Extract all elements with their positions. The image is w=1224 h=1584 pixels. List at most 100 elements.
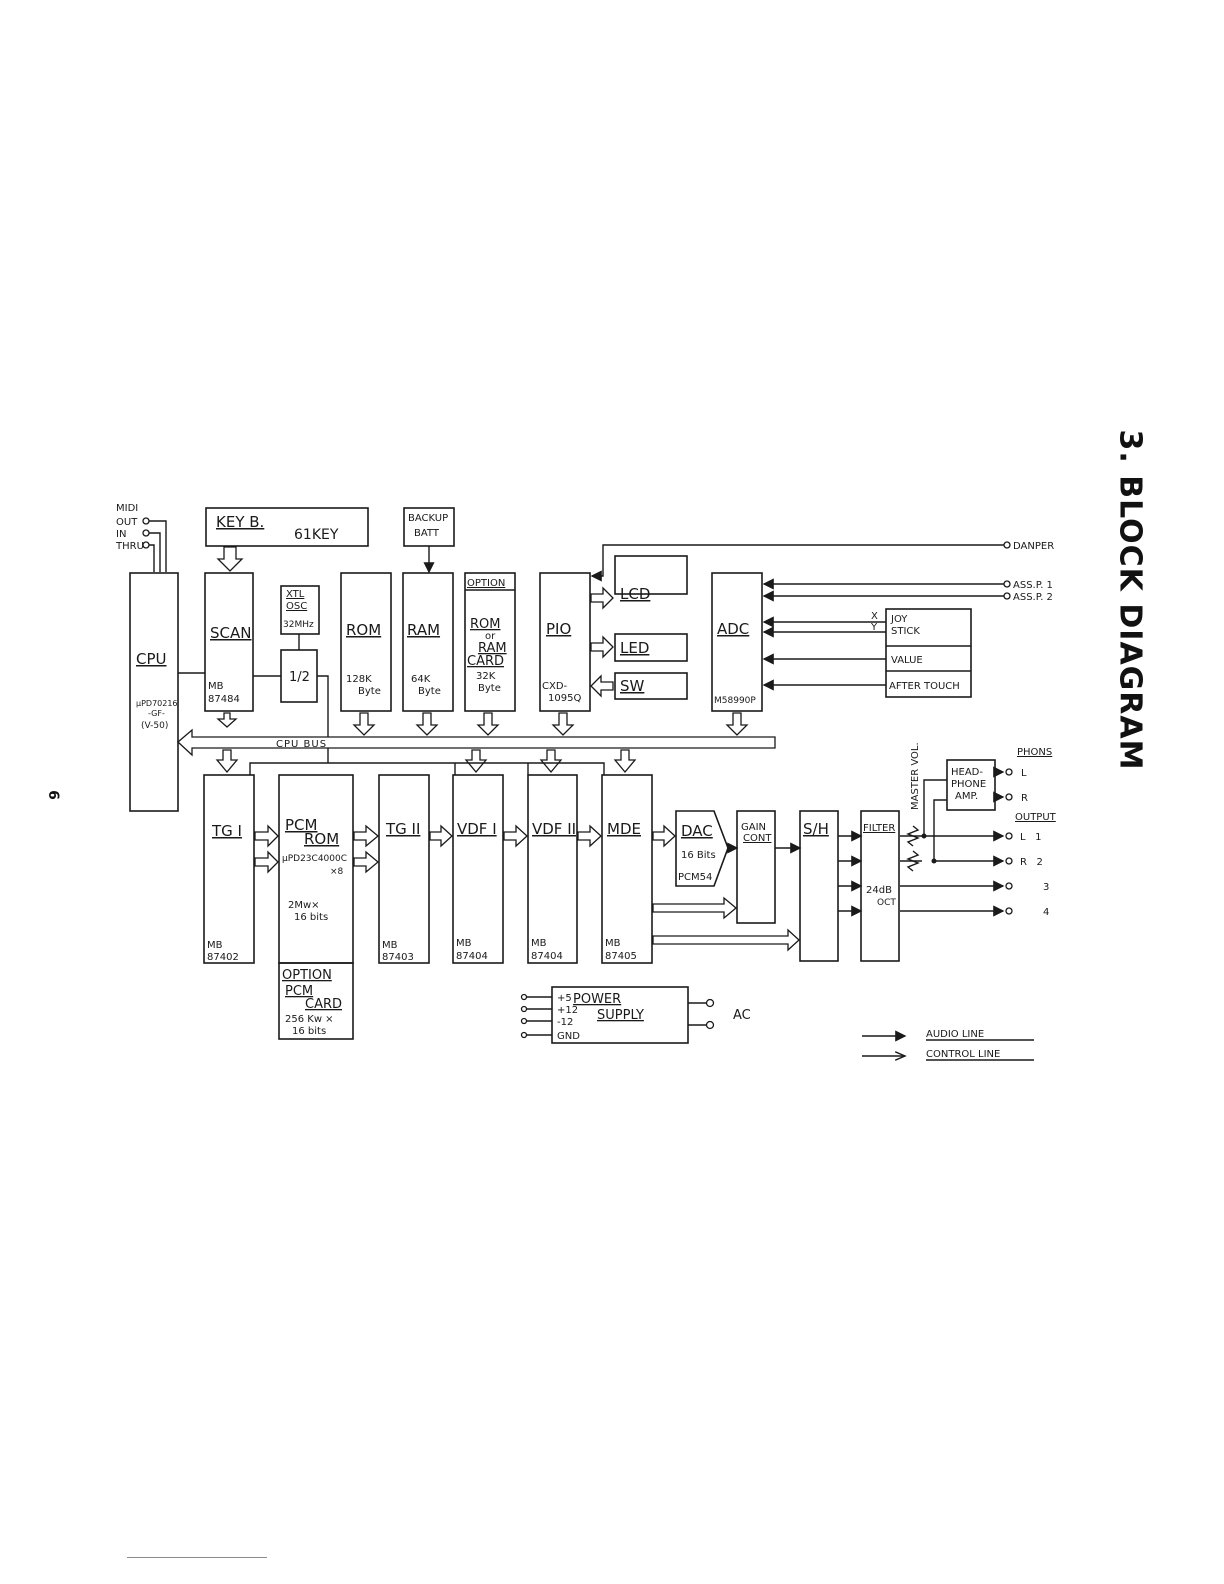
tg1-block: TG I MB 87402 [203, 774, 255, 964]
pio-led-arrow [590, 635, 614, 659]
power-l2: SUPPLY [597, 1008, 644, 1023]
vdf2-title: VDF II [532, 820, 576, 838]
vdf2-block: VDF II MB 87404 [527, 774, 578, 964]
vdf2-chip-2: 87404 [531, 951, 563, 962]
option-pcm-l1: PCM [285, 984, 313, 999]
cpu-block: CPU μPD70216 -GF- (V-50) [129, 572, 179, 812]
value-label: VALUE [891, 655, 923, 666]
dac-bits: 16 Bits [681, 850, 716, 861]
mde-chip-2: 87405 [605, 951, 637, 962]
pio-lcd-arrow [590, 586, 614, 610]
dac-block: DAC 16 Bits PCM54 [675, 810, 729, 887]
footer-rule [127, 1557, 267, 1558]
divider-block: 1/2 [280, 649, 318, 703]
phons-l: L [1021, 768, 1027, 779]
filter-block: FILTER 24dB OCT [860, 810, 900, 962]
joystick-x: X [871, 611, 878, 622]
bus-arrows-lower [215, 749, 637, 774]
cpu-bus: CPU BUS [177, 728, 776, 757]
vdf1-chip-1: MB [456, 938, 472, 949]
xtl-freq: 32MHz [283, 620, 314, 630]
midi-ports: MIDI OUT IN THRU [115, 503, 167, 572]
assp1-jack [1003, 580, 1011, 588]
page-title: 3. BLOCK DIAGRAM [1112, 429, 1148, 771]
cpu-title: CPU [136, 650, 167, 668]
option-pcm-s2: 16 bits [292, 1026, 326, 1037]
pio-chip-1: CXD- [542, 681, 568, 692]
cpu-chip-1: μPD70216 [136, 699, 178, 708]
gain-control-block: GAIN CONT [736, 810, 776, 924]
rom-title: ROM [346, 621, 381, 639]
rom-size: 128K [346, 674, 372, 685]
danper-label: DANPER [1013, 541, 1054, 552]
cpu-chip-3: (V-50) [141, 721, 168, 731]
dac-chip: PCM54 [678, 872, 712, 883]
midi-thru-label: THRU [115, 541, 144, 552]
batt-label: BATT [414, 528, 440, 539]
power-supply-block: +5 +12 -12 GND POWER SUPPLY AC [520, 986, 751, 1044]
vdf2-chip-1: MB [531, 938, 547, 949]
audio-bus-arrows [254, 824, 800, 952]
sample-hold-block: S/H [799, 810, 839, 962]
assp2-jack [1003, 592, 1011, 600]
tg1-chip-1: MB [207, 940, 223, 951]
scan-chip-2: 87484 [208, 694, 240, 705]
mde-title: MDE [607, 820, 641, 838]
master-vol-label: MASTER VOL. [910, 742, 921, 810]
ram-block: RAM 64K Byte [402, 572, 454, 712]
scan-block: SCAN MB 87484 [204, 572, 254, 712]
page-number: 6 [45, 790, 61, 800]
legend-control: CONTROL LINE [926, 1049, 1000, 1060]
power-r4: GND [557, 1031, 580, 1042]
legend: AUDIO LINE CONTROL LINE [862, 1029, 1034, 1060]
option-rom-header: OPTION [467, 578, 505, 589]
pcm-rom-l2: ROM [304, 830, 339, 848]
tg1-chip-2: 87402 [207, 952, 239, 963]
hpamp-l2: PHONE [951, 779, 986, 790]
option-rom-l5: 32K [476, 671, 496, 682]
assp2-label: ASS.P. 2 [1013, 592, 1053, 603]
option-rom-l1: ROM [470, 617, 500, 632]
cpu-bus-label: CPU BUS [276, 739, 327, 750]
power-r2: +12 [557, 1005, 578, 1016]
cpu-chip-2: -GF- [148, 709, 165, 718]
midi-label: MIDI [116, 503, 138, 514]
keyboard-sub: 61KEY [294, 527, 339, 543]
keyboard-block: KEY B. 61KEY [205, 507, 369, 547]
option-pcm-card-block: OPTION PCM CARD 256 Kw × 16 bits [278, 962, 354, 1040]
pcm-rom-s1: 2Mw× [288, 900, 320, 911]
pcm-rom-l1: PCM [285, 816, 317, 834]
rom-block: ROM 128K Byte [340, 572, 392, 712]
option-rom-l4: CARD [467, 654, 504, 669]
divider-label: 1/2 [289, 670, 310, 685]
phons-r: R [1021, 793, 1028, 804]
pio-block: PIO CXD- 1095Q [539, 572, 591, 712]
ram-size: 64K [411, 674, 431, 685]
midi-in-label: IN [116, 529, 126, 540]
midi-thru-jack [142, 541, 150, 549]
gain-l1: GAIN [741, 822, 766, 833]
midi-out-jack [142, 517, 150, 525]
option-rom-l2: or [485, 631, 496, 642]
mde-block: MDE MB 87405 [601, 774, 653, 964]
lcd-title: LCD [620, 585, 650, 603]
osc-label: OSC [286, 601, 307, 612]
pcm-rom-mult: ×8 [330, 867, 344, 877]
power-r3: -12 [557, 1017, 573, 1028]
vdf1-block: VDF I MB 87404 [452, 774, 504, 964]
aftertouch-label: AFTER TOUCH [889, 681, 960, 692]
pcm-rom-block: PCM ROM μPD23C4000C ×8 2Mw× 16 bits [278, 774, 354, 964]
output-label: OUTPUT [1015, 812, 1057, 823]
option-rom-card-block: OPTION ROM or RAM CARD 32K Byte [464, 572, 516, 712]
sh-title: S/H [803, 820, 829, 838]
gain-l2: CONT [743, 833, 772, 844]
ac-label: AC [733, 1008, 751, 1023]
filter-l2: OCT [877, 898, 896, 908]
sw-pio-arrow [590, 674, 614, 698]
option-pcm-l2: CARD [305, 997, 342, 1012]
joystick-l1: JOY [890, 614, 908, 625]
scan-chip-1: MB [208, 681, 224, 692]
tg2-chip-2: 87403 [382, 952, 414, 963]
output-3: 3 [1043, 882, 1049, 893]
scan-title: SCAN [210, 624, 251, 642]
